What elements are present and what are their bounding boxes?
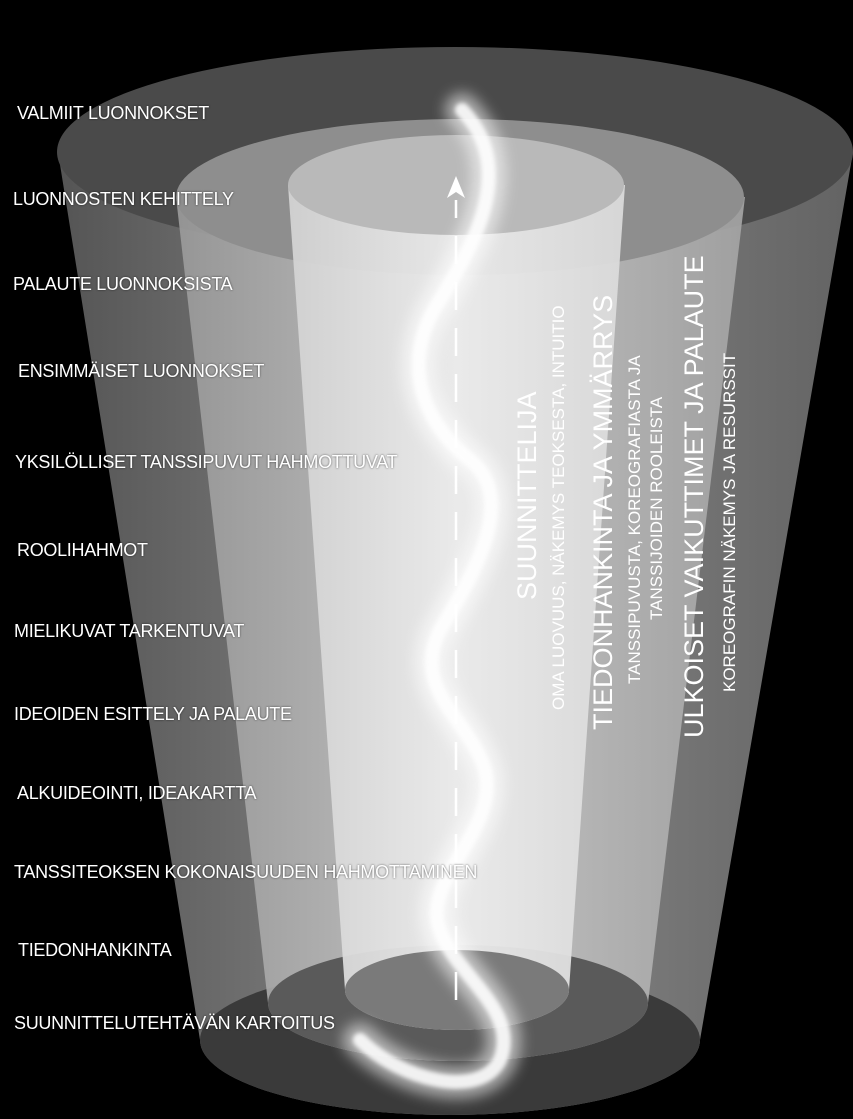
step-label-palaute-luonnoksista: PALAUTE LUONNOKSISTA <box>13 274 233 294</box>
step-label-valmiit-luonnokset: VALMIIT LUONNOKSET <box>17 103 209 123</box>
dashed-arrow <box>447 176 465 1000</box>
step-label-roolihahmot: ROOLIHAHMOT <box>17 540 148 560</box>
step-label-alkuideointi: ALKUIDEOINTI, IDEAKARTTA <box>17 783 257 803</box>
step-label-tiedonhankinta: TIEDONHANKINTA <box>18 940 172 960</box>
middle-layer-label: TIEDONHANKINTA JA YMMÄRRYS TANSSIPUVUSTA… <box>588 295 666 730</box>
inner-layer-subtitle: OMA LUOVUUS, NÄKEMYS TEOKSESTA, INTUITIO <box>549 305 568 710</box>
step-label-yksilolliset-tanssipuvut: YKSILÖLLISET TANSSIPUVUT HAHMOTTUVAT <box>15 452 398 472</box>
middle-layer-subtitle-1: TANSSIPUVUSTA, KOREOGRAFIASTA JA <box>625 355 644 684</box>
step-label-ensimmaiset-luonnokset: ENSIMMÄISET LUONNOKSET <box>18 361 265 381</box>
middle-layer-title: TIEDONHANKINTA JA YMMÄRRYS <box>588 295 618 730</box>
step-label-mielikuvat-tarkentuvat: MIELIKUVAT TARKENTUVAT <box>14 621 245 641</box>
step-label-suunnittelutehtavan-kartoitus: SUUNNITTELUTEHTÄVÄN KARTOITUS <box>14 1013 335 1033</box>
outer-layer-label: ULKOISET VAIKUTTIMET JA PALAUTE KOREOGRA… <box>679 255 739 738</box>
step-label-luonnosten-kehittely: LUONNOSTEN KEHITTELY <box>13 189 234 209</box>
outer-layer-subtitle: KOREOGRAFIN NÄKEMYS JA RESURSSIT <box>720 353 739 692</box>
spiral-ribbon <box>343 93 521 1099</box>
step-label-ideoiden-esittely: IDEOIDEN ESITTELY JA PALAUTE <box>14 704 292 724</box>
inner-layer-label: SUUNNITTELIJA OMA LUOVUUS, NÄKEMYS TEOKS… <box>512 305 568 710</box>
outer-layer-title: ULKOISET VAIKUTTIMET JA PALAUTE <box>679 255 709 738</box>
middle-layer-subtitle-2: TANSSIJOIDEN ROOLEISTA <box>647 396 666 620</box>
inner-layer-title: SUUNNITTELIJA <box>512 391 542 600</box>
step-label-tanssiteoksen-kokonaisuus: TANSSITEOKSEN KOKONAISUUDEN HAHMOTTAMINE… <box>14 862 478 882</box>
